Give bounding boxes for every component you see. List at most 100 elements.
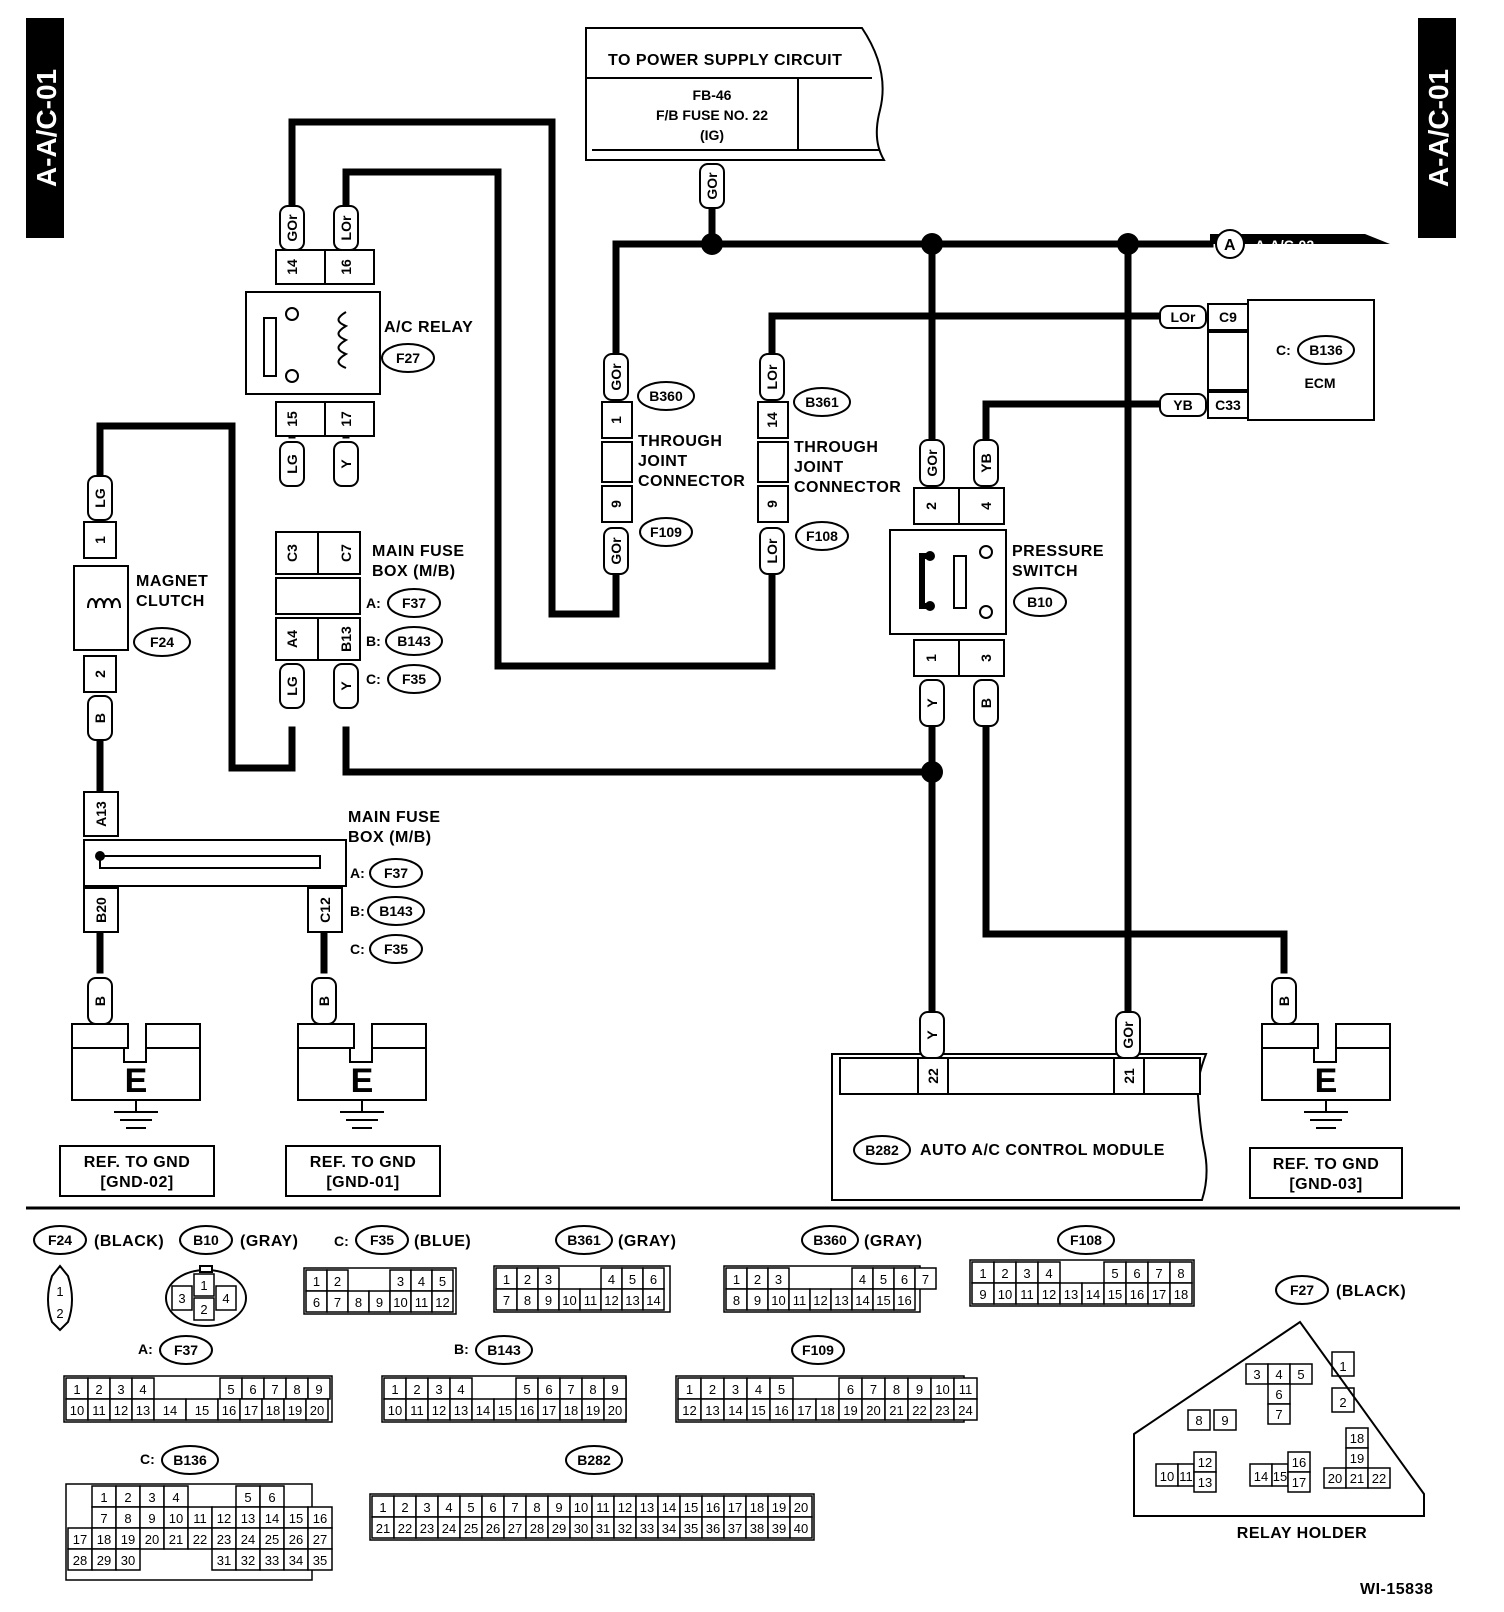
wire-color-b: B [1276,996,1292,1006]
pin-number: 11 [1179,1469,1193,1484]
pin-number: 14 [265,1511,279,1526]
pin-number: 16 [897,1293,911,1308]
pin-number: 20 [794,1500,808,1515]
ground-gnd-02: B E REF. TO GND [GND-02] [59,977,215,1197]
wire-color-lor: LOr [764,364,780,389]
pin-number: 24 [958,1403,972,1418]
pin-number: 30 [574,1521,588,1536]
wire-color-b: B [92,713,108,723]
ground-letter: E [125,1062,148,1100]
pin-number: 38 [750,1521,764,1536]
pin-number: 12 [217,1511,231,1526]
tjc-b360-conn-top: B360 [649,388,683,404]
ground-letter: E [1315,1062,1338,1100]
legend-b10-conn: B10 [193,1232,219,1248]
pressure-switch-name2: SWITCH [1012,563,1078,580]
legend-b143-conn: B143 [487,1342,521,1358]
pin-number: 9 [754,1293,761,1308]
pin-number: 7 [503,1293,510,1308]
pin-number: 5 [1297,1367,1304,1382]
pin-number: 2 [95,1382,102,1397]
pin-cell [1331,1351,1355,1377]
pin-cell [115,1548,141,1571]
pin-number: 4 [1275,1367,1282,1382]
pin-number: 7 [334,1295,341,1310]
pin-number: 7 [922,1272,929,1287]
pin-number: 27 [508,1521,522,1536]
pin-number: 16 [222,1403,236,1418]
pin-number: 15 [289,1511,303,1526]
power-supply-line2: F/B FUSE NO. 22 [656,107,768,123]
pin-number: 14 [662,1500,676,1515]
pin-number: 1 [1339,1359,1346,1374]
pin-number: 15 [876,1293,890,1308]
wire-color-lor: LOr [764,538,780,563]
pin-number: 5 [778,1382,785,1397]
pin-number: 13 [834,1293,848,1308]
pin-number: 5 [629,1272,636,1287]
wire-color-lor: LOr [338,215,354,240]
pin-number: 12 [432,1403,446,1418]
side-tab-right: A-A/C-01 [1418,18,1456,238]
pin-number: 10 [393,1295,407,1310]
pin-number: 6 [1133,1266,1140,1281]
pin-1: 1 [923,654,939,662]
legend-b136-prefix: C: [140,1451,155,1467]
auto-ac-conn: B282 [865,1142,899,1158]
pin-number: 9 [1221,1413,1228,1428]
pin-number: 32 [618,1521,632,1536]
mfb-lower-name2: BOX (M/B) [348,829,432,846]
pin-number: 24 [241,1532,255,1547]
pin-number: 3 [545,1272,552,1287]
pin-number: 15 [498,1403,512,1418]
wire-color-tag: GOr [699,163,725,209]
pin-number: 8 [733,1293,740,1308]
pin-number: 7 [870,1382,877,1397]
pin-number: 8 [589,1382,596,1397]
main-fuse-box-lower: A13 B20 C12 MAIN FUSE BOX (M/B) A: F37 B… [83,791,440,964]
legend-f108-conn: F108 [1070,1232,1102,1248]
legend-headers: F24 (BLACK) B10 (GRAY) C: F35 (BLUE) B36… [33,1225,1406,1475]
pin-number: 3 [435,1382,442,1397]
pin-cell [1193,1471,1217,1493]
pin-number: 10 [935,1382,949,1397]
auto-ac-name: AUTO A/C CONTROL MODULE [920,1142,1165,1159]
pin-22: 22 [925,1068,941,1084]
ground-ref1: REF. TO GND [84,1154,191,1171]
legend-f37-prefix: A: [138,1341,153,1357]
pin-number: 6 [901,1272,908,1287]
pin-14: 14 [764,412,780,428]
pin-number: 1 [379,1500,386,1515]
pin-number: 21 [169,1532,183,1547]
pin-number: 16 [774,1403,788,1418]
pin-c33: C33 [1215,397,1241,413]
mfb-upper-a-conn: F37 [402,595,426,611]
pin-number: 4 [1045,1266,1052,1281]
legend-b143-prefix: B: [454,1341,469,1357]
pin-number: 10 [388,1403,402,1418]
pin-number: 34 [662,1521,676,1536]
pin-number: 6 [847,1382,854,1397]
pin-number: 22 [912,1403,926,1418]
pin-number: 21 [1350,1471,1364,1486]
ground-letter: E [351,1062,374,1100]
pin-number: 1 [979,1266,986,1281]
main-fuse-box-upper: C3 C7 A4 B13 LG Y MAIN FUSE BOX (M/B) A:… [275,531,464,709]
pin-c7: C7 [338,544,354,562]
tjc-b360-name2: JOINT [638,453,688,470]
pin-number: 25 [265,1532,279,1547]
pin-cell [1287,1471,1311,1493]
legend-b282-conn: B282 [577,1452,611,1468]
pin-number: 16 [706,1500,720,1515]
pin-number: 4 [172,1490,179,1505]
pin-number: 10 [574,1500,588,1515]
pin-number: 25 [464,1521,478,1536]
pin-number: 9 [611,1382,618,1397]
pin-number: 6 [313,1295,320,1310]
wire-color-gor: GOr [924,449,940,477]
wire-color-b: B [92,996,108,1006]
pin-number: 9 [148,1511,155,1526]
pin-number: 20 [145,1532,159,1547]
pin-number: 18 [750,1500,764,1515]
pin-number: 32 [241,1553,255,1568]
